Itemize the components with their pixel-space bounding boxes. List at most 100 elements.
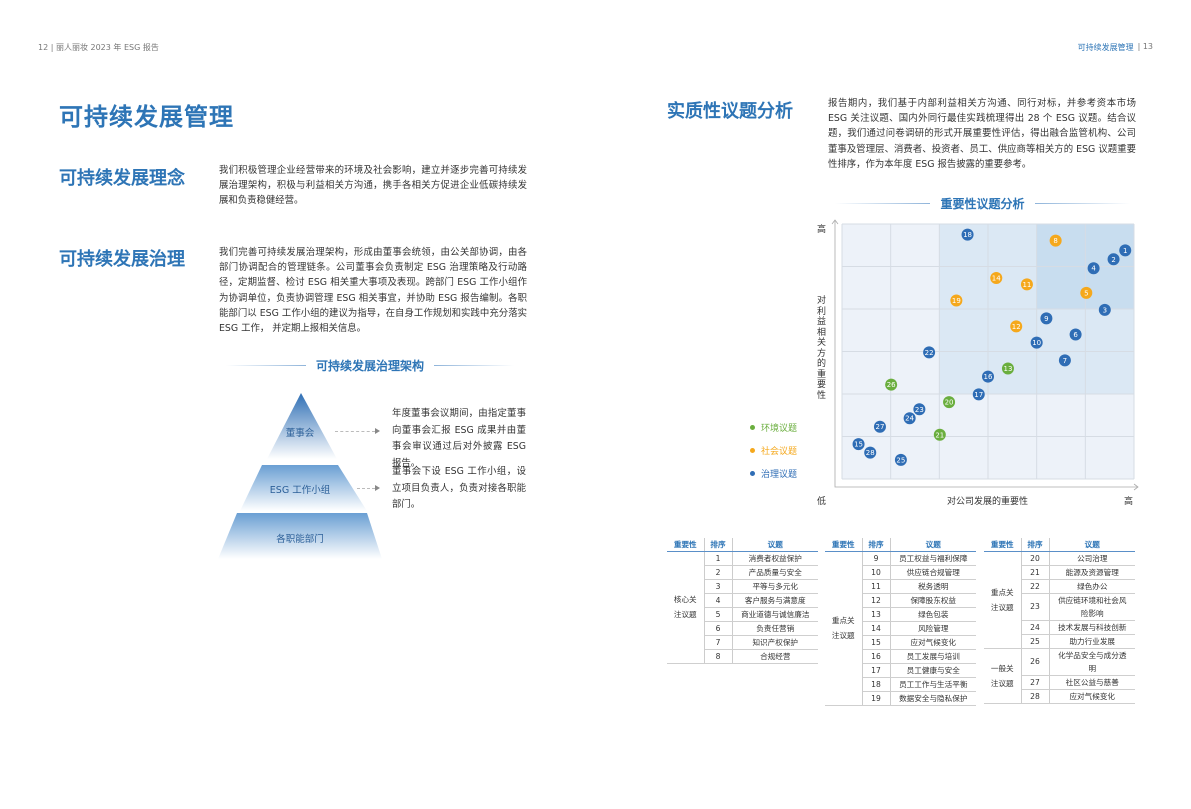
point-label: 1 bbox=[1123, 247, 1127, 255]
topic-cell: 社区公益与慈善 bbox=[1049, 675, 1135, 690]
point-label: 8 bbox=[1053, 237, 1057, 245]
point-label: 22 bbox=[925, 349, 934, 357]
topic-cell: 应对气候变化 bbox=[1049, 689, 1135, 704]
pyramid-level-departments bbox=[218, 513, 382, 559]
data-point-8: 8 bbox=[1049, 234, 1062, 247]
rank-cell: 25 bbox=[1021, 634, 1050, 649]
point-label: 23 bbox=[915, 406, 924, 414]
point-marker bbox=[923, 346, 936, 359]
point-label: 7 bbox=[1063, 357, 1067, 365]
y-axis-high: 高 bbox=[817, 225, 827, 235]
topic-cell: 供应链环境和社会风险影响 bbox=[1049, 593, 1135, 621]
header-right: 可持续发展管理 | 13 bbox=[1078, 42, 1153, 53]
topic-cell: 商业道德与诚信廉洁 bbox=[732, 607, 818, 622]
point-marker bbox=[982, 370, 994, 383]
pyramid-level-board bbox=[267, 393, 337, 459]
data-point-9: 9 bbox=[1040, 312, 1053, 325]
importance-group: 一般关注议题 bbox=[984, 648, 1022, 704]
rank-cell: 24 bbox=[1021, 620, 1050, 635]
x-axis-high: 高 bbox=[1124, 497, 1134, 507]
point-label: 24 bbox=[905, 415, 914, 423]
data-point-16: 16 bbox=[982, 370, 994, 383]
point-label: 15 bbox=[854, 441, 863, 449]
rank-cell: 6 bbox=[704, 621, 733, 636]
data-point-17: 17 bbox=[972, 388, 985, 401]
point-label: 13 bbox=[1003, 365, 1012, 373]
topic-cell: 保障股东权益 bbox=[890, 593, 976, 608]
rank-cell: 1 bbox=[704, 551, 733, 566]
point-label: 28 bbox=[866, 449, 875, 457]
materiality-matrix: 1234567891011121314151617181920212223242… bbox=[831, 219, 1139, 491]
importance-group: 重点关注议题 bbox=[825, 551, 863, 706]
point-marker bbox=[903, 412, 916, 425]
topic-cell: 绿色包装 bbox=[890, 607, 976, 622]
topic-cell: 绿色办公 bbox=[1049, 579, 1135, 594]
data-point-28: 28 bbox=[864, 446, 877, 459]
topic-cell: 应对气候变化 bbox=[890, 635, 976, 650]
data-point-4: 4 bbox=[1087, 262, 1100, 275]
workgroup-note: 董事会下设 ESG 工作小组，设立项目负责人，负责对接各职能部门。 bbox=[392, 466, 526, 510]
point-marker bbox=[1049, 234, 1062, 247]
x-axis-arrow-icon bbox=[1133, 483, 1139, 491]
point-label: 2 bbox=[1111, 256, 1115, 264]
rank-cell: 16 bbox=[862, 649, 891, 664]
data-point-5: 5 bbox=[1080, 286, 1093, 299]
data-point-20: 20 bbox=[943, 396, 956, 409]
point-marker bbox=[1087, 262, 1100, 275]
chart-title-text: 重要性议题分析 bbox=[940, 197, 1025, 211]
data-point-1: 1 bbox=[1119, 244, 1132, 257]
point-marker bbox=[1030, 336, 1043, 349]
point-label: 25 bbox=[896, 456, 905, 464]
rank-cell: 27 bbox=[1021, 675, 1050, 690]
data-point-24: 24 bbox=[903, 412, 916, 425]
page-title: 可持续发展管理 bbox=[59, 103, 234, 131]
governance-heading: 可持续发展治理 bbox=[59, 249, 185, 270]
data-point-11: 11 bbox=[1020, 278, 1033, 291]
point-marker bbox=[950, 294, 963, 307]
rank-cell: 21 bbox=[1021, 565, 1050, 580]
rank-cell: 19 bbox=[862, 691, 891, 706]
legend-item-gov: 治理议题 bbox=[750, 467, 797, 480]
materiality-heading: 实质性议题分析 bbox=[667, 101, 793, 122]
rank-cell: 3 bbox=[704, 579, 733, 594]
connector-line bbox=[357, 488, 375, 489]
data-point-14: 14 bbox=[990, 271, 1003, 284]
point-marker bbox=[1107, 253, 1120, 266]
topic-cell: 员工发展与培训 bbox=[890, 649, 976, 664]
point-marker bbox=[1119, 244, 1132, 257]
legend-dot-icon bbox=[750, 425, 755, 430]
point-marker bbox=[933, 428, 946, 441]
point-label: 4 bbox=[1091, 265, 1096, 273]
concept-heading: 可持续发展理念 bbox=[59, 168, 185, 189]
topic-cell: 供应链合规管理 bbox=[890, 565, 976, 580]
point-label: 21 bbox=[935, 431, 944, 439]
point-marker bbox=[943, 396, 956, 409]
point-label: 19 bbox=[952, 297, 961, 305]
topic-cell: 知识产权保护 bbox=[732, 635, 818, 650]
materiality-text: 报告期内，我们基于内部利益相关方沟通、同行对标，并参考资本市场 ESG 关注议题… bbox=[828, 98, 1136, 170]
data-point-10: 10 bbox=[1030, 336, 1043, 349]
topic-cell: 员工权益与福利保障 bbox=[890, 551, 976, 566]
column-header: 重要性 bbox=[984, 538, 1022, 552]
rank-cell: 18 bbox=[862, 677, 891, 692]
data-point-23: 23 bbox=[913, 403, 926, 416]
data-point-21: 21 bbox=[933, 428, 946, 441]
data-point-25: 25 bbox=[894, 453, 907, 466]
topic-cell: 产品质量与安全 bbox=[732, 565, 818, 580]
point-label: 20 bbox=[945, 399, 954, 407]
point-marker bbox=[1069, 328, 1082, 341]
chart-legend: 环境议题社会议题治理议题 bbox=[750, 421, 797, 490]
topic-cell: 合规经营 bbox=[732, 649, 818, 664]
column-header: 议题 bbox=[890, 538, 976, 552]
